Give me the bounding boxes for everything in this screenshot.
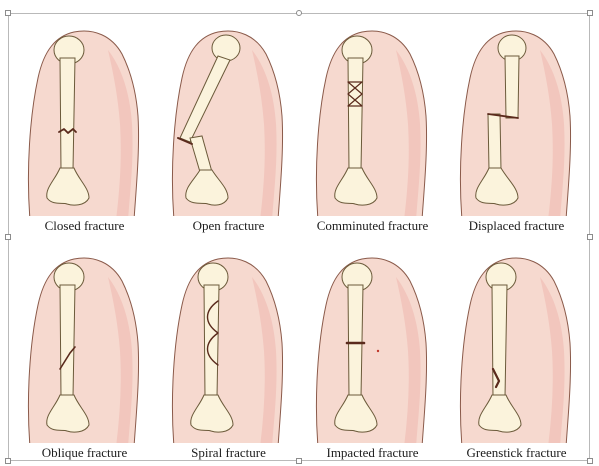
fracture-illustration-open [156, 20, 301, 216]
fracture-panel-oblique: Oblique fracture [12, 247, 157, 463]
fracture-panel-impacted: Impacted fracture [300, 247, 445, 463]
caption-greenstick: Greenstick fracture [444, 445, 589, 461]
caption-displaced: Displaced fracture [444, 218, 589, 234]
humerus-head [212, 35, 240, 61]
caption-spiral: Spiral fracture [156, 445, 301, 461]
humerus-shaft [348, 58, 363, 170]
fracture-illustration-displaced [444, 20, 589, 216]
resize-handle-top-center[interactable] [296, 10, 302, 16]
fracture-panel-displaced: Displaced fracture [444, 20, 589, 236]
humerus-shaft [60, 285, 75, 397]
caption-comminuted: Comminuted fracture [300, 218, 445, 234]
caption-closed: Closed fracture [12, 218, 157, 234]
fracture-illustration-greenstick [444, 247, 589, 443]
caption-impacted: Impacted fracture [300, 445, 445, 461]
resize-handle-top-right[interactable] [587, 10, 593, 16]
fracture-illustration-oblique [12, 247, 157, 443]
humerus-shaft [60, 58, 75, 170]
resize-handle-bottom-left[interactable] [5, 458, 11, 464]
fracture-panel-comminuted: Comminuted fracture [300, 20, 445, 236]
lower-bone-fragment [488, 114, 501, 170]
humerus-shaft [348, 285, 363, 397]
fracture-illustration-spiral [156, 247, 301, 443]
caption-open: Open fracture [156, 218, 301, 234]
fracture-panel-spiral: Spiral fracture [156, 247, 301, 463]
caption-oblique: Oblique fracture [12, 445, 157, 461]
upper-bone-fragment [505, 56, 519, 118]
resize-handle-top-left[interactable] [5, 10, 11, 16]
fracture-panel-open: Open fracture [156, 20, 301, 236]
impact-mark [377, 350, 379, 352]
fracture-panel-greenstick: Greenstick fracture [444, 247, 589, 463]
fracture-illustration-closed [12, 20, 157, 216]
fracture-illustration-comminuted [300, 20, 445, 216]
fracture-panel-closed: Closed fracture [12, 20, 157, 236]
fracture-illustration-impacted [300, 247, 445, 443]
resize-handle-middle-left[interactable] [5, 234, 11, 240]
